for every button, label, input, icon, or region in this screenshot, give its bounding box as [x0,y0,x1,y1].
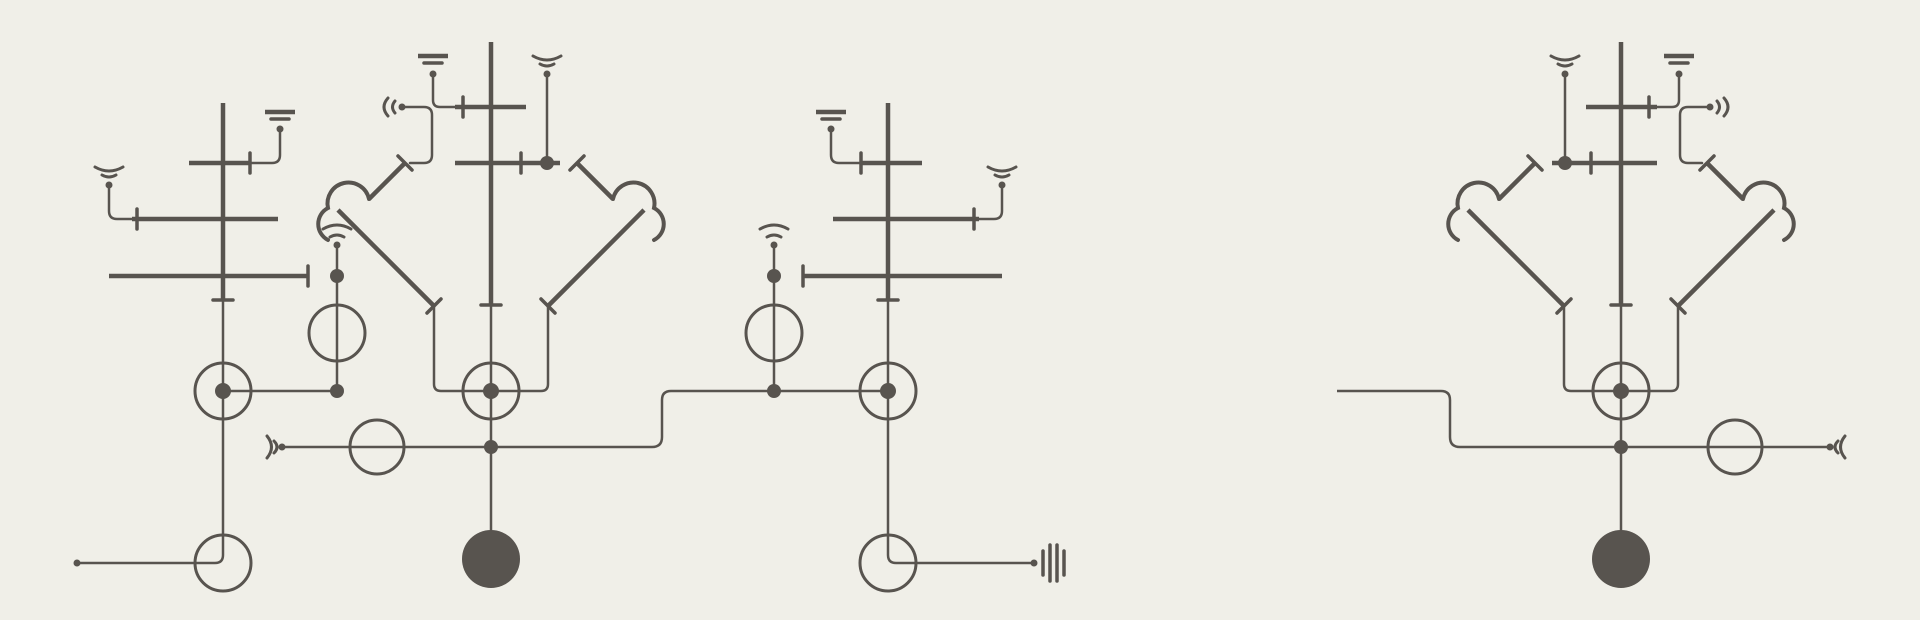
right-coil [611,180,666,242]
junction-node [483,383,499,399]
junction-node [1613,383,1629,399]
left-unit [265,42,775,588]
junction-node [767,269,781,283]
junction-node [215,383,231,399]
junction-node [540,156,554,170]
meter-ring [744,303,804,363]
center-right-unit [73,103,367,593]
ground-icon [1664,53,1694,78]
right-unit [1337,42,1847,588]
meter-ring [307,303,367,363]
meter-ring [1706,418,1764,476]
junction-node [880,383,896,399]
transformer-ring [1591,361,1651,421]
source-node [462,530,520,588]
left-lower-arm [336,208,436,308]
right-coil [1446,180,1501,242]
junction-node [1558,156,1572,170]
meter-ring [348,418,406,476]
right-lower-arm [546,208,646,308]
junction-node [330,269,344,283]
source-node [1592,530,1650,588]
transformer-ring [193,361,253,421]
left-upper-arm [367,161,407,201]
transformer-ring [858,361,918,421]
left-coil [316,180,371,242]
signal-icon [1706,96,1730,118]
battery-icon [1041,543,1066,583]
ground-icon [265,109,295,133]
left-coil [1741,180,1796,242]
center-left-unit [744,103,1038,593]
transformer-ring [461,361,521,421]
right-upper-arm [575,161,615,201]
signal-icon [382,96,406,118]
antenna-icon [1549,54,1581,78]
ground-icon [418,53,448,78]
